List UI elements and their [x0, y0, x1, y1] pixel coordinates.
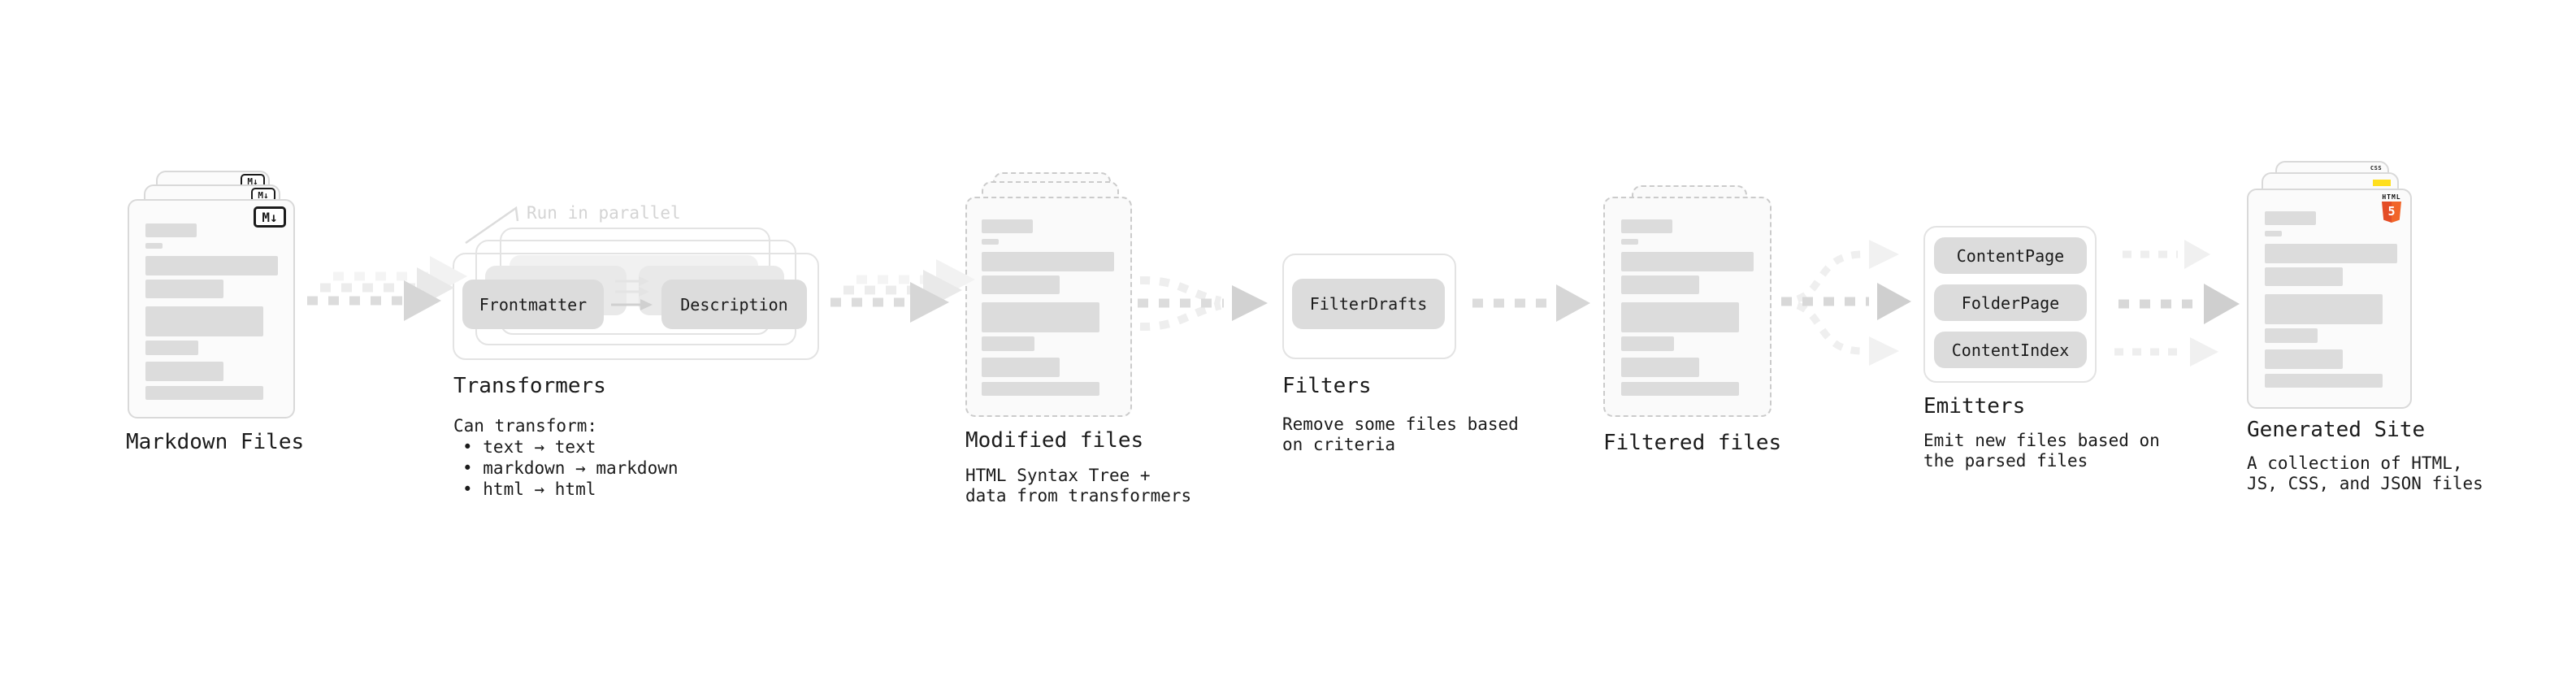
modified-files-label: Modified files	[965, 428, 1144, 453]
markdown-icon: M↓	[251, 188, 275, 202]
emitters-label: Emitters	[1923, 394, 2026, 419]
filtered-files-node: Filtered files	[1597, 175, 1808, 484]
placeholder-line	[2265, 244, 2397, 263]
js-icon	[2373, 180, 2391, 186]
placeholder-line	[982, 382, 1099, 396]
filtered-files-label: Filtered files	[1603, 431, 1782, 455]
emitters-description: Emit new files based on the parsed files	[1923, 431, 2160, 471]
markdown-icon: M↓	[254, 206, 286, 228]
placeholder-line	[145, 280, 223, 298]
placeholder-line	[1621, 219, 1672, 233]
placeholder-line	[145, 223, 197, 237]
markdown-file-card-front: M↓	[128, 199, 295, 419]
placeholder-line	[145, 256, 278, 275]
document-placeholder-lines	[2265, 211, 2397, 388]
placeholder-line	[2265, 294, 2383, 324]
markdown-files-label: Markdown Files	[126, 430, 305, 454]
placeholder-line	[145, 243, 163, 249]
description-pill: Description	[661, 280, 807, 329]
placeholder-line	[2265, 231, 2282, 236]
placeholder-line	[982, 219, 1033, 233]
filters-container	[1282, 254, 1456, 359]
run-in-parallel-annotation: Run in parallel	[527, 203, 681, 223]
contentindex-pill: ContentIndex	[1934, 332, 2087, 368]
filterdrafts-pill: FilterDrafts	[1292, 279, 1445, 329]
modified-file-card-front	[965, 197, 1132, 417]
arrow-emitters-to-site	[2114, 240, 2240, 367]
placeholder-line	[1621, 239, 1638, 245]
placeholder-line	[145, 362, 223, 381]
filters-node: FilterDrafts Filters Remove some files b…	[1276, 244, 1519, 471]
emitters-node: ContentPage FolderPage ContentIndex Emit…	[1918, 219, 2160, 479]
arrow-filters-to-filtered	[1472, 284, 1590, 322]
placeholder-line	[2265, 211, 2316, 225]
transformers-label: Transformers	[453, 374, 606, 398]
filters-description: Remove some files based on criteria	[1282, 414, 1519, 454]
placeholder-line	[145, 306, 263, 336]
placeholder-line	[145, 340, 198, 355]
document-placeholder-lines	[1621, 219, 1754, 396]
generated-site-description: A collection of HTML, JS, CSS, and JSON …	[2247, 453, 2483, 493]
html5-icon: HTML 5	[2379, 193, 2405, 223]
transformers-node: Run in parallel Frontmatter Description …	[447, 195, 837, 499]
frontmatter-pill: Frontmatter	[462, 280, 604, 329]
document-placeholder-lines	[145, 223, 278, 400]
placeholder-line	[1621, 336, 1674, 351]
modified-files-description: HTML Syntax Tree + data from transformer…	[965, 466, 1192, 505]
placeholder-line	[1621, 382, 1739, 396]
placeholder-line	[1621, 302, 1739, 332]
placeholder-line	[145, 386, 263, 400]
placeholder-line	[982, 252, 1114, 271]
placeholder-line	[1621, 275, 1699, 294]
emitters-container	[1923, 226, 2097, 383]
transformers-description: Can transform: • text → text • markdown …	[453, 416, 679, 499]
placeholder-line	[982, 302, 1099, 332]
placeholder-line	[982, 358, 1060, 377]
html-file-card: HTML 5	[2247, 189, 2412, 409]
contentpage-pill: ContentPage	[1934, 237, 2087, 274]
modified-files-node: Modified files HTML Syntax Tree + data f…	[959, 167, 1191, 508]
placeholder-line	[2265, 267, 2343, 286]
placeholder-line	[2265, 349, 2343, 369]
placeholder-line	[982, 239, 999, 245]
placeholder-line	[982, 275, 1060, 294]
placeholder-line	[2265, 374, 2383, 388]
arrow-transformers-to-modified	[830, 259, 975, 323]
filtered-file-card-front	[1603, 197, 1772, 417]
placeholder-line	[1621, 252, 1754, 271]
generated-site-label: Generated Site	[2247, 418, 2426, 442]
document-placeholder-lines	[982, 219, 1114, 396]
placeholder-line	[982, 336, 1034, 351]
folderpage-pill: FolderPage	[1934, 284, 2087, 321]
markdown-files-node: M↓ M↓ M↓ Markdown Files	[122, 158, 341, 508]
filters-label: Filters	[1282, 374, 1372, 398]
generated-site-node: CSS HTML 5 Generated Site A collection o…	[2239, 154, 2483, 512]
placeholder-line	[2265, 328, 2318, 343]
placeholder-line	[1621, 358, 1699, 377]
